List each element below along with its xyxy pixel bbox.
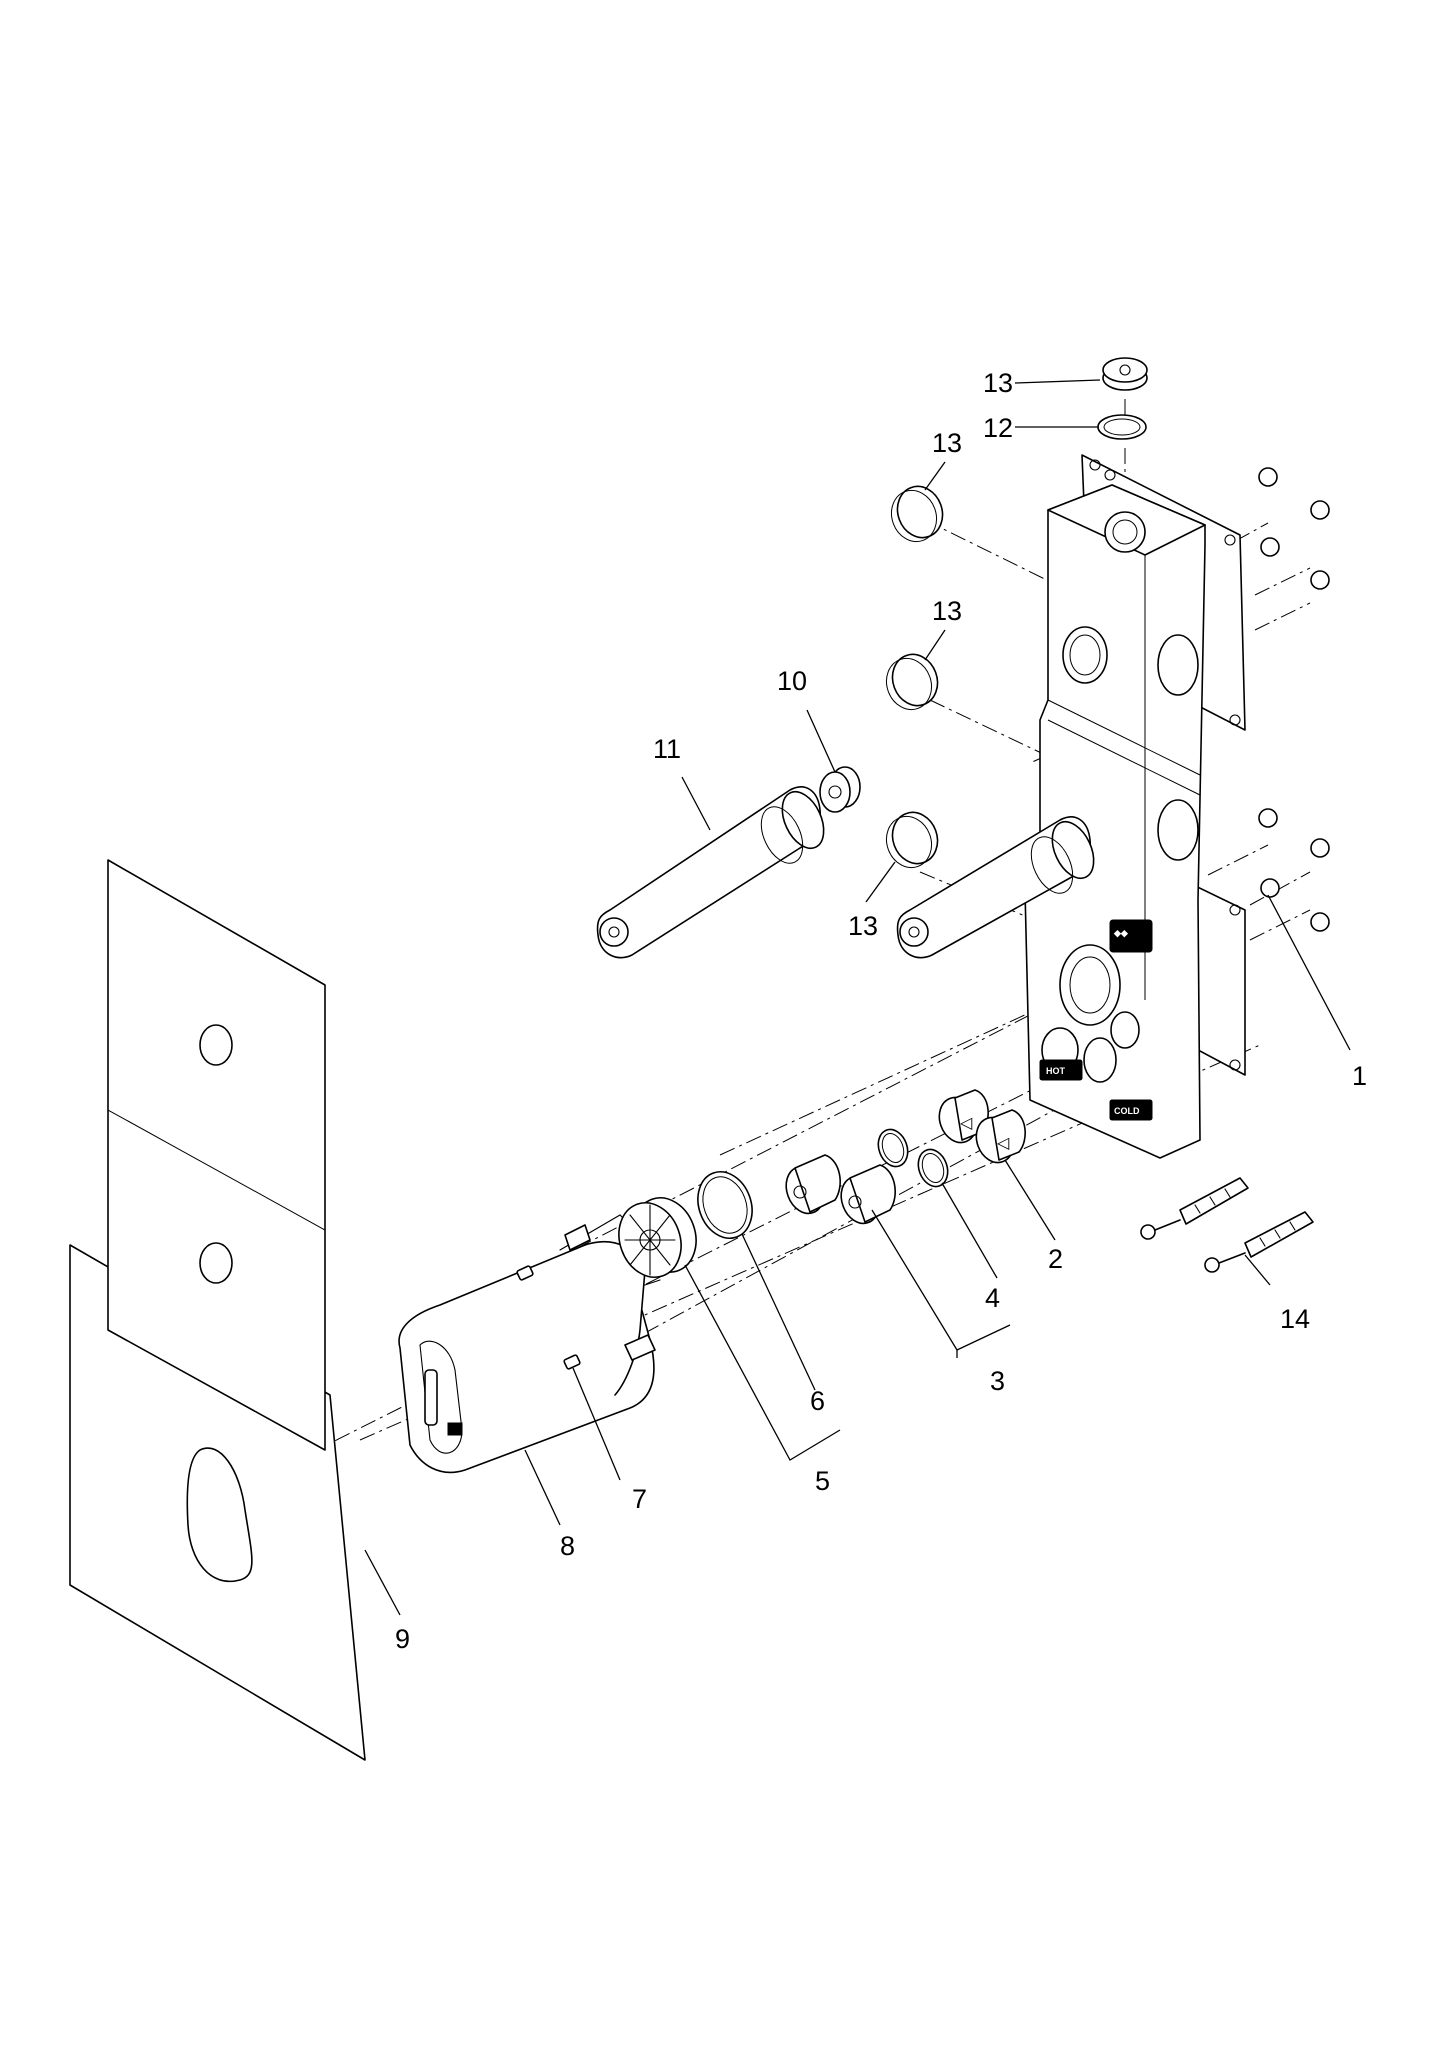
top-plug [1102, 357, 1148, 391]
svg-text:◁: ◁ [960, 1115, 973, 1132]
service-valve-lower: ◁ [975, 1109, 1026, 1164]
callout-9: 9 [395, 1624, 410, 1654]
callout-13-top: 13 [983, 368, 1013, 398]
callout-labels: 13 12 13 13 10 11 13 1 2 4 14 3 6 5 7 8 … [395, 368, 1367, 1654]
check-valve-right [840, 1164, 896, 1225]
bracket-screws [1258, 467, 1330, 932]
valve-body-housing: ◆◆ HOT COLD [1024, 484, 1206, 1159]
wall-dowel-upper [1140, 1177, 1249, 1240]
check-valve-left [785, 1154, 841, 1215]
hot-marking [1039, 1059, 1083, 1081]
regulating-wheel [618, 1197, 697, 1278]
callout-4: 4 [985, 1283, 1000, 1313]
callout-13-middle: 13 [932, 596, 962, 626]
callout-12: 12 [983, 413, 1013, 443]
callout-3: 3 [990, 1366, 1005, 1396]
threaded-insert [819, 766, 861, 813]
large-o-ring [697, 1171, 753, 1239]
cartridge-screw-upper [516, 1265, 534, 1281]
wall-plate [107, 859, 326, 1451]
plug-middle [885, 653, 939, 711]
housing-mark-top: ◆◆ [1113, 928, 1129, 938]
callout-14: 14 [1280, 1304, 1310, 1334]
leader-lines [364, 379, 1351, 1616]
callout-8: 8 [560, 1531, 575, 1561]
service-valve-upper: ◁ [938, 1089, 989, 1144]
top-o-ring [1097, 414, 1147, 440]
cartridge-screw-lower [563, 1354, 581, 1370]
callout-1: 1 [1352, 1061, 1367, 1091]
small-o-ring-upper [877, 1128, 909, 1168]
callout-6: 6 [810, 1386, 825, 1416]
callout-13-upper: 13 [932, 428, 962, 458]
plug-lower [885, 811, 939, 869]
callout-2: 2 [1048, 1244, 1063, 1274]
hot-label: HOT [1046, 1066, 1066, 1076]
callout-13-lower: 13 [848, 911, 878, 941]
plug-upper [890, 485, 944, 543]
thermostat-cartridge [398, 1214, 661, 1474]
cold-marking [1109, 1099, 1153, 1121]
callout-7: 7 [632, 1484, 647, 1514]
extension-sleeve-upper [596, 786, 825, 959]
extension-sleeve-lower [896, 816, 1095, 959]
callout-5: 5 [815, 1466, 830, 1496]
callout-10: 10 [777, 666, 807, 696]
cold-label: COLD [1114, 1106, 1140, 1116]
svg-text:◁: ◁ [997, 1135, 1010, 1152]
small-o-ring-lower [917, 1148, 949, 1188]
callout-11: 11 [653, 734, 681, 764]
wall-dowel-lower [1204, 1211, 1314, 1273]
